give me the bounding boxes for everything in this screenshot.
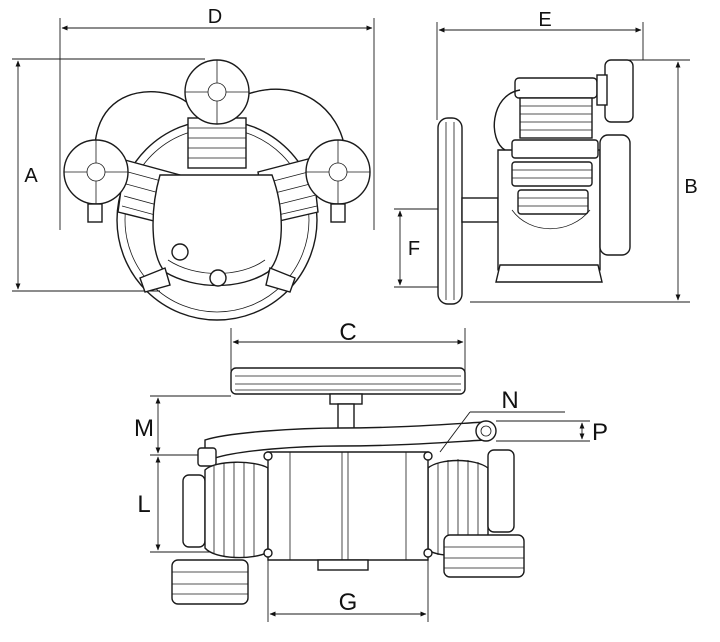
label-d: D [208,6,222,28]
air-filter-top [184,59,250,125]
dimension-b: B [470,59,698,303]
label-n: N [501,387,518,414]
label-g: G [339,589,358,616]
label-f: F [408,238,420,260]
air-filter-left [63,139,129,223]
dimension-e: E [436,9,644,120]
dimension-a: A [12,58,205,292]
pulley-side [437,117,499,305]
dimension-m: M [134,395,231,456]
label-p: P [592,419,608,446]
label-e: E [538,9,551,31]
top-cylinder [187,117,247,169]
cylinder-side [511,77,599,215]
crankcase-front [263,451,433,571]
dimension-n: N [439,387,565,453]
label-a: A [24,165,38,187]
label-c: C [339,319,356,346]
label-b: B [684,176,697,198]
dimension-c: C [230,319,466,378]
outlet-fitting [475,420,497,442]
label-l: L [137,491,150,518]
pulley-front [230,367,466,433]
dimension-f: F [394,208,470,288]
dimension-d: D [59,6,375,230]
label-m: M [134,415,154,442]
dimension-g: G [267,560,429,622]
filter-bottom-left [171,559,249,605]
crankcase [152,174,282,287]
left-cylinder-front [182,461,269,559]
top-view: D A [12,6,375,321]
filter-bottom-right [443,534,525,578]
air-filter-side [604,59,634,123]
right-cylinder-front [427,449,515,559]
front-view: C M L [134,319,608,622]
side-view: E B F [394,9,698,305]
air-filter-right [305,139,371,223]
dimension-p: P [496,419,608,446]
